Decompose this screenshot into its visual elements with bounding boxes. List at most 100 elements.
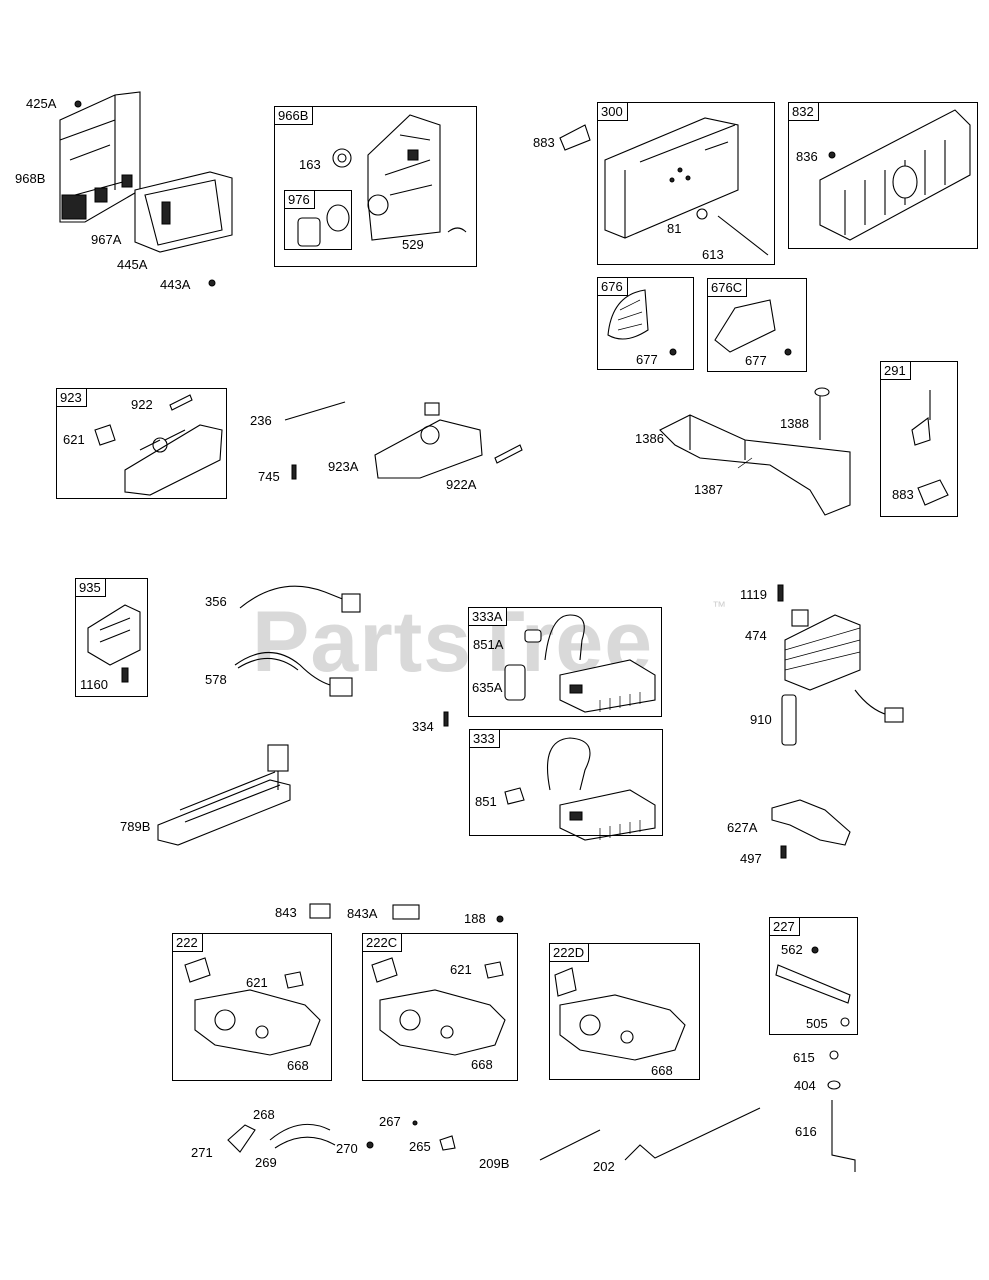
spring-209B [539, 1129, 601, 1161]
muffler-guard-832 [819, 109, 971, 241]
callout-497: 497 [740, 851, 762, 866]
box-976: 976 [284, 190, 352, 250]
part-843A [392, 904, 420, 920]
callout-668: 668 [651, 1063, 673, 1078]
box-227: 227 [769, 917, 858, 1035]
bracket-935 [87, 604, 141, 683]
washer-404 [827, 1080, 841, 1090]
callout-613: 613 [702, 247, 724, 262]
callout-677: 677 [636, 352, 658, 367]
governor-linkage-1386 [659, 387, 851, 516]
callout-265: 265 [409, 1139, 431, 1154]
callout-923A: 923A [328, 459, 359, 474]
box-935: 935 [75, 578, 148, 697]
link-236 [284, 401, 346, 421]
callout-621: 621 [450, 962, 472, 977]
box-333A: 333A [468, 607, 662, 717]
box-tag: 300 [598, 103, 628, 122]
callout-836: 836 [796, 149, 818, 164]
callout-668: 668 [471, 1057, 493, 1072]
box-tag: 923 [57, 389, 87, 408]
clip-265 [439, 1135, 456, 1151]
lever-271 [227, 1124, 256, 1153]
box-tag: 222 [173, 934, 203, 953]
box-tag: 291 [881, 362, 911, 381]
callout-883: 883 [892, 487, 914, 502]
box-923: 923 [56, 388, 227, 499]
box-tag: 935 [76, 579, 106, 598]
callout-202: 202 [593, 1159, 615, 1174]
callout-529: 529 [402, 237, 424, 252]
control-bracket-222C [371, 957, 506, 1056]
part-843 [309, 903, 331, 919]
callout-922A: 922A [446, 477, 477, 492]
callout-615: 615 [793, 1050, 815, 1065]
wire-harness-789B [157, 744, 291, 846]
callout-209B: 209B [479, 1156, 510, 1171]
muffler-300 [559, 117, 769, 256]
deflector-676 [607, 289, 677, 356]
callout-883: 883 [533, 135, 555, 150]
callout-562: 562 [781, 942, 803, 957]
callout-270: 270 [336, 1141, 358, 1156]
box-tag: 333 [470, 730, 500, 749]
bracket-627A [771, 799, 851, 859]
screw-443A [208, 279, 216, 287]
box-222: 222 [172, 933, 332, 1081]
callout-968B: 968B [15, 171, 46, 186]
ignition-armature-333A [504, 614, 656, 713]
screw-745 [291, 464, 297, 480]
lever-227 [775, 946, 851, 1027]
box-tag: 227 [770, 918, 800, 937]
callout-1386: 1386 [635, 431, 664, 446]
callout-627A: 627A [727, 820, 758, 835]
callout-267: 267 [379, 1114, 401, 1129]
callout-745: 745 [258, 469, 280, 484]
callout-356: 356 [205, 594, 227, 609]
control-bracket-222 [184, 957, 321, 1056]
governor-bracket-923 [94, 394, 223, 496]
screw-425A [74, 100, 82, 108]
callout-621: 621 [63, 432, 85, 447]
callout-505: 505 [806, 1016, 828, 1031]
rod-616 [831, 1100, 856, 1172]
callout-668: 668 [287, 1058, 309, 1073]
box-tag: 832 [789, 103, 819, 122]
watermark-trademark: ™ [712, 598, 726, 614]
callout-1387: 1387 [694, 482, 723, 497]
callout-163: 163 [299, 157, 321, 172]
callout-851: 851 [475, 794, 497, 809]
callout-269: 269 [255, 1155, 277, 1170]
primer-291 [911, 390, 949, 506]
wire-578 [234, 652, 353, 697]
callout-1119: 1119 [740, 587, 767, 602]
callout-443A: 443A [160, 277, 191, 292]
callout-334: 334 [412, 719, 434, 734]
box-676C: 676C [707, 278, 807, 372]
callout-789B: 789B [120, 819, 151, 834]
box-tag: 976 [285, 191, 315, 210]
air-filter-housing-968B [59, 91, 141, 223]
governor-bracket-923A [374, 402, 523, 479]
box-333: 333 [469, 729, 663, 836]
deflector-676C [714, 299, 792, 356]
box-300: 300 [597, 102, 775, 265]
screw-188 [496, 915, 504, 923]
air-filter-element-445A [134, 171, 233, 253]
callout-404: 404 [794, 1078, 816, 1093]
box-tag: 966B [275, 107, 314, 126]
ignition-armature-333 [504, 737, 656, 841]
callout-425A: 425A [26, 96, 57, 111]
box-291: 291 [880, 361, 958, 517]
box-222D: 222D [549, 943, 700, 1080]
callout-1388: 1388 [780, 416, 809, 431]
ignition-coil-474 [777, 584, 904, 746]
callout-268: 268 [253, 1107, 275, 1122]
callout-616: 616 [795, 1124, 817, 1139]
callout-851A: 851A [473, 637, 504, 652]
callout-578: 578 [205, 672, 227, 687]
carburetor-966B [297, 114, 467, 247]
box-832: 832 [788, 102, 978, 249]
callout-967A: 967A [91, 232, 122, 247]
